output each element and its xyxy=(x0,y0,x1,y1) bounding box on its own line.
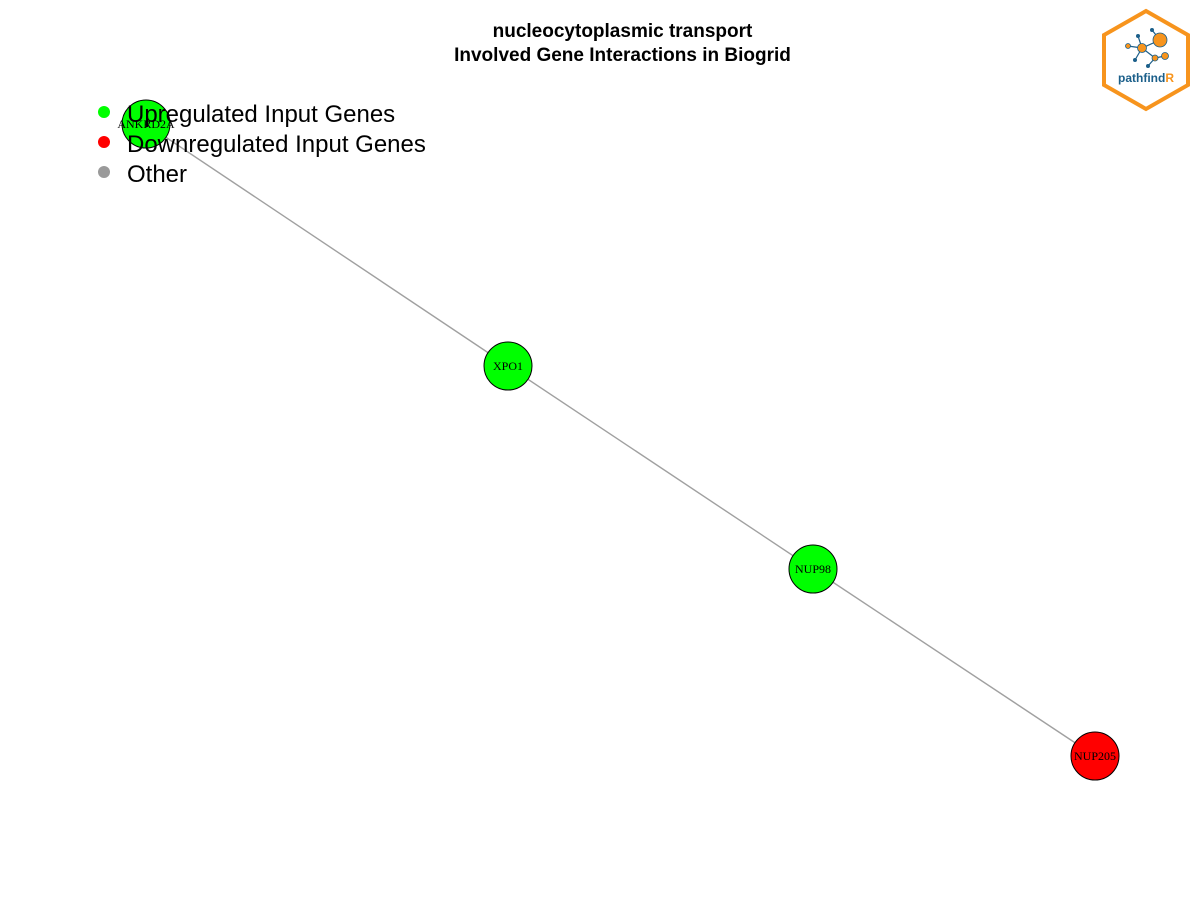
legend-dot-upregulated xyxy=(98,106,110,118)
chart-title-line2: Involved Gene Interactions in Biogrid xyxy=(454,45,791,66)
node-nup98: NUP98 xyxy=(788,544,838,594)
edge-ankrd2a-xpo1 xyxy=(145,123,509,367)
logo-text-accent: R xyxy=(1165,71,1174,85)
pathfindr-logo: pathfindR xyxy=(1102,8,1190,112)
legend-label-other: Other xyxy=(127,161,188,188)
edge-xpo1-nup98 xyxy=(507,365,814,570)
edge-nup98-nup205 xyxy=(812,568,1096,757)
node-label-xpo1: XPO1 xyxy=(493,359,523,373)
chart-title-line1: nucleocytoplasmic transport xyxy=(492,21,753,42)
node-ankrd2a: ANKRD2A xyxy=(117,99,175,149)
svg-text:pathfindR: pathfindR xyxy=(1118,71,1174,85)
legend-label-downregulated: Downregulated Input Genes xyxy=(127,131,426,158)
logo-text: pathfind xyxy=(1118,71,1165,85)
node-xpo1: XPO1 xyxy=(483,341,533,391)
node-label-nup205: NUP205 xyxy=(1074,749,1116,763)
node-circle-xpo1 xyxy=(483,341,533,391)
node-circle-nup205 xyxy=(1070,731,1120,781)
legend-dot-other xyxy=(98,166,110,178)
legend-dot-downregulated xyxy=(98,136,110,148)
node-label-ankrd2a: ANKRD2A xyxy=(117,117,175,131)
node-nup205: NUP205 xyxy=(1070,731,1120,781)
node-circle-ankrd2a xyxy=(121,99,171,149)
node-circle-nup98 xyxy=(788,544,838,594)
legend-label-upregulated: Upregulated Input Genes xyxy=(127,101,396,128)
node-label-nup98: NUP98 xyxy=(795,562,831,576)
edges-layer xyxy=(145,123,1096,757)
